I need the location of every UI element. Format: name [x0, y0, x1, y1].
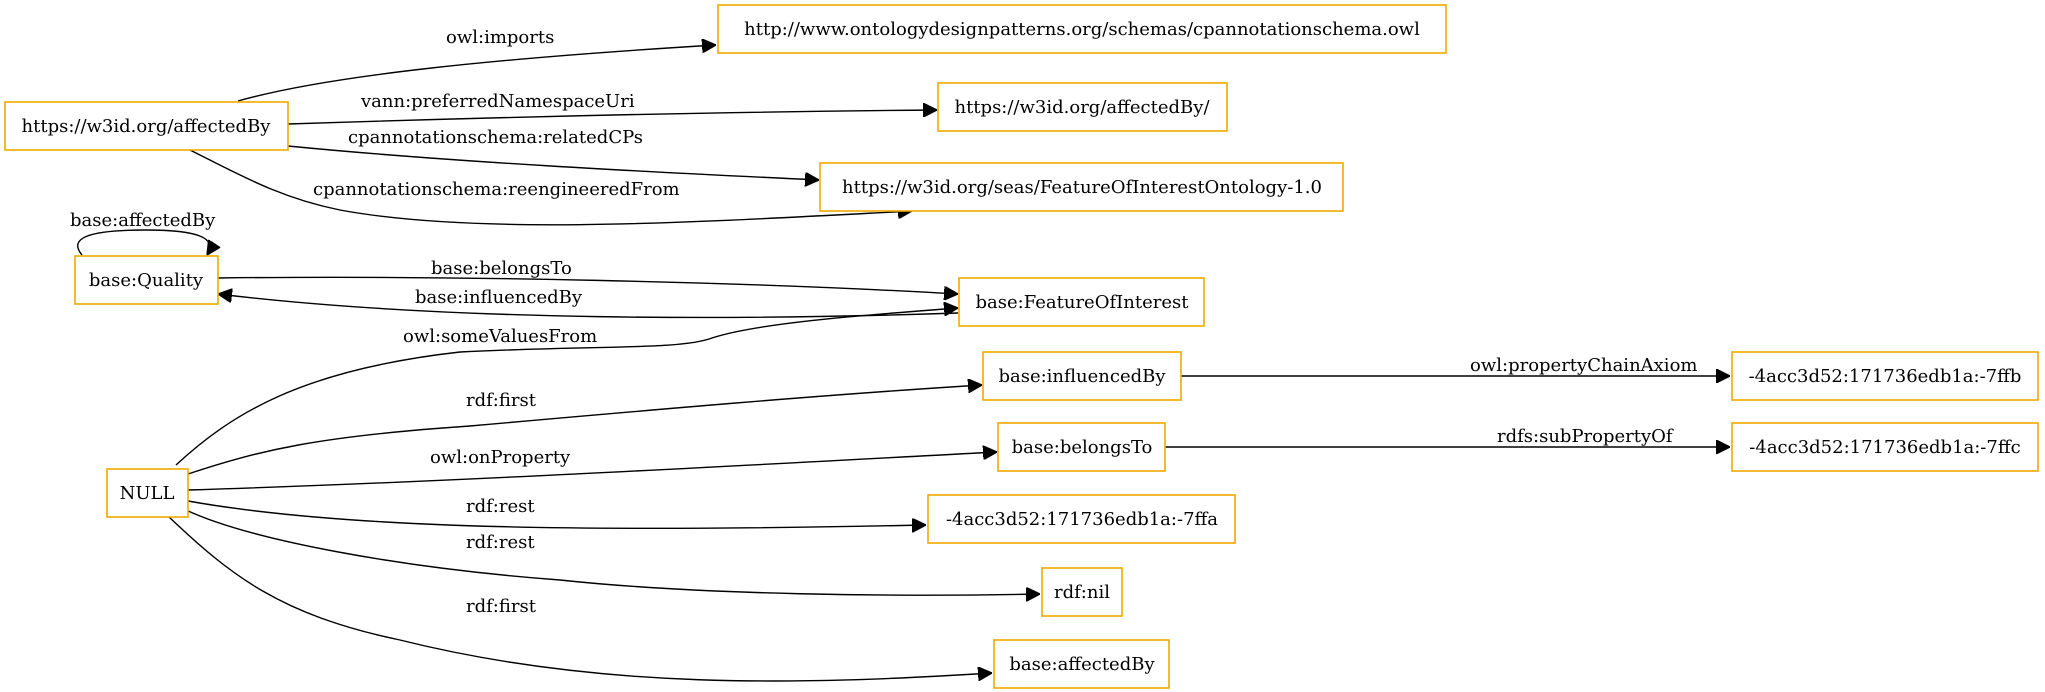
edge-rdf-rest-nil [185, 509, 1040, 595]
node-affectedby-namespace[interactable]: https://w3id.org/affectedBy/ [937, 82, 1228, 132]
node-7ffa[interactable]: -4acc3d52:171736edb1a:-7ffa [927, 494, 1236, 544]
node-label-affectedby-namespace: https://w3id.org/affectedBy/ [954, 97, 1210, 118]
node-label-influencedby: base:influencedBy [998, 366, 1166, 387]
edge-reengineered-from [189, 149, 912, 226]
edge-label-rdf-rest-7ffa: rdf:rest [466, 496, 535, 517]
nodes: https://w3id.org/affectedBy http://www.o… [4, 4, 2039, 689]
node-label-7ffb: -4acc3d52:171736edb1a:-7ffb [1749, 366, 2022, 387]
edge-some-values-from [175, 308, 958, 466]
node-affectedby-property[interactable]: base:affectedBy [993, 639, 1170, 689]
node-label-rdf-nil: rdf:nil [1054, 582, 1110, 603]
edge-rdf-first-affected-by [167, 515, 992, 682]
node-feature-of-interest[interactable]: base:FeatureOfInterest [958, 277, 1205, 327]
edge-related-cps [287, 145, 819, 180]
edge-belongs-to [217, 276, 958, 294]
node-label-quality: base:Quality [89, 270, 204, 291]
edge-rdf-first-influenced-by [187, 385, 982, 475]
edge-on-property [187, 452, 997, 491]
node-label-7ffa: -4acc3d52:171736edb1a:-7ffa [946, 509, 1218, 530]
node-quality[interactable]: base:Quality [74, 255, 219, 305]
edge-label-sub-property-of: rdfs:subPropertyOf [1497, 426, 1674, 447]
edge-label-related-cps: cpannotationschema:relatedCPs [348, 127, 643, 148]
edge-self-affected-by [77, 229, 210, 255]
node-null[interactable]: NULL [106, 468, 189, 518]
node-affectedby-uri[interactable]: https://w3id.org/affectedBy [4, 101, 289, 151]
node-cpannotationschema[interactable]: http://www.ontologydesignpatterns.org/sc… [717, 4, 1447, 54]
edge-label-rdf-rest-nil: rdf:rest [466, 532, 535, 553]
edge-label-self-affected-by: base:affectedBy [70, 210, 216, 231]
node-7ffc[interactable]: -4acc3d52:171736edb1a:-7ffc [1731, 422, 2039, 472]
edge-label-rdf-first-affected-by: rdf:first [466, 596, 537, 617]
edge-label-influenced-by: base:influencedBy [415, 287, 583, 308]
node-label-null: NULL [120, 483, 175, 504]
edge-label-on-property: owl:onProperty [430, 447, 571, 468]
edge-label-imports: owl:imports [446, 27, 554, 48]
node-belongsto[interactable]: base:belongsTo [997, 422, 1166, 472]
edge-label-reengineered-from: cpannotationschema:reengineeredFrom [313, 179, 680, 200]
node-label-7ffc: -4acc3d52:171736edb1a:-7ffc [1749, 437, 2020, 458]
edge-label-property-chain-axiom: owl:propertyChainAxiom [1470, 355, 1697, 376]
edges: owl:imports vann:preferredNamespaceUri c… [70, 27, 1730, 682]
edge-imports [237, 45, 716, 102]
node-rdf-nil[interactable]: rdf:nil [1041, 567, 1123, 617]
node-7ffb[interactable]: -4acc3d52:171736edb1a:-7ffb [1731, 351, 2039, 401]
edge-rdf-rest-7ffa [187, 500, 926, 528]
edge-influenced-by [218, 294, 959, 319]
node-label-belongsto: base:belongsTo [1012, 437, 1153, 458]
node-label-affectedby-property: base:affectedBy [1009, 654, 1155, 675]
node-label-cpannotationschema: http://www.ontologydesignpatterns.org/sc… [744, 19, 1420, 40]
node-label-feature-of-interest: base:FeatureOfInterest [976, 292, 1190, 313]
edge-preferred-namespace [287, 110, 937, 125]
edge-label-some-values-from: owl:someValuesFrom [403, 326, 597, 347]
node-label-foi-ontology: https://w3id.org/seas/FeatureOfInterestO… [842, 177, 1322, 198]
edge-label-rdf-first-influenced-by: rdf:first [466, 390, 537, 411]
node-influencedby[interactable]: base:influencedBy [982, 351, 1182, 401]
edge-label-belongs-to: base:belongsTo [431, 258, 572, 279]
node-foi-ontology[interactable]: https://w3id.org/seas/FeatureOfInterestO… [819, 162, 1344, 212]
node-label-affectedby-uri: https://w3id.org/affectedBy [22, 116, 272, 137]
edge-label-preferred-namespace: vann:preferredNamespaceUri [360, 91, 635, 112]
